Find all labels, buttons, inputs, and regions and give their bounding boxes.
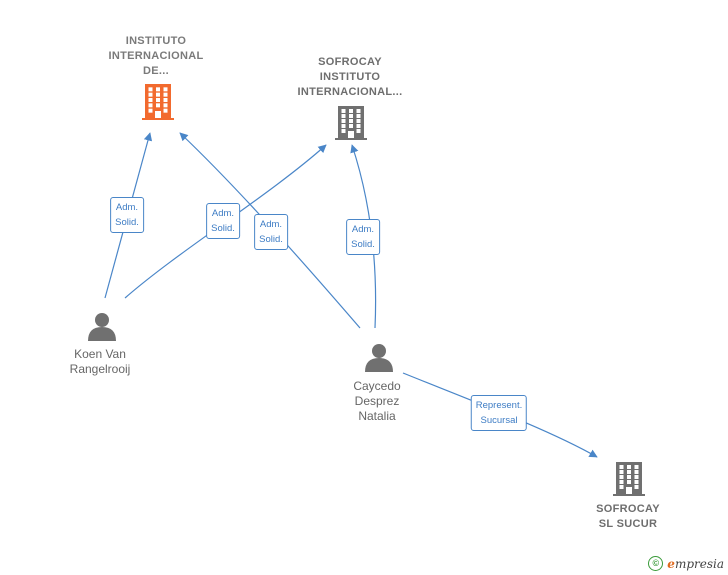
edge-label-caycedo-to-instituto[interactable]: Adm. Solid. bbox=[254, 214, 288, 250]
caycedo-person-icon[interactable] bbox=[365, 344, 393, 372]
caycedo-node-label[interactable]: Caycedo Desprez Natalia bbox=[353, 379, 401, 423]
sofrocay_instituto-building-icon[interactable] bbox=[335, 106, 367, 140]
instituto-building-icon[interactable] bbox=[142, 84, 174, 120]
footer-credit: © empresia bbox=[648, 556, 724, 571]
koen-person-icon[interactable] bbox=[88, 313, 116, 341]
koen-node-label[interactable]: Koen Van Rangelrooij bbox=[69, 347, 131, 376]
edge-label-caycedo-to-sofrocay_instituto[interactable]: Adm. Solid. bbox=[346, 219, 380, 255]
edge-label-caycedo-to-sofrocay_sucur[interactable]: Represent. Sucursal bbox=[470, 395, 528, 431]
copyright-icon: © bbox=[648, 556, 664, 571]
sofrocay_sucur-building-icon[interactable] bbox=[613, 462, 645, 496]
brand-logo[interactable]: empresia bbox=[667, 556, 724, 571]
edge-label-koen-to-sofrocay_instituto[interactable]: Adm. Solid. bbox=[206, 203, 240, 239]
instituto-node-label[interactable]: INSTITUTO INTERNACIONAL DE... bbox=[108, 35, 204, 77]
sofrocay_instituto-node-label[interactable]: SOFROCAY INSTITUTO INTERNACIONAL... bbox=[297, 56, 403, 98]
edge-label-koen-to-instituto[interactable]: Adm. Solid. bbox=[110, 197, 144, 233]
sofrocay_sucur-node-label[interactable]: SOFROCAY SL SUCUR bbox=[596, 503, 660, 530]
